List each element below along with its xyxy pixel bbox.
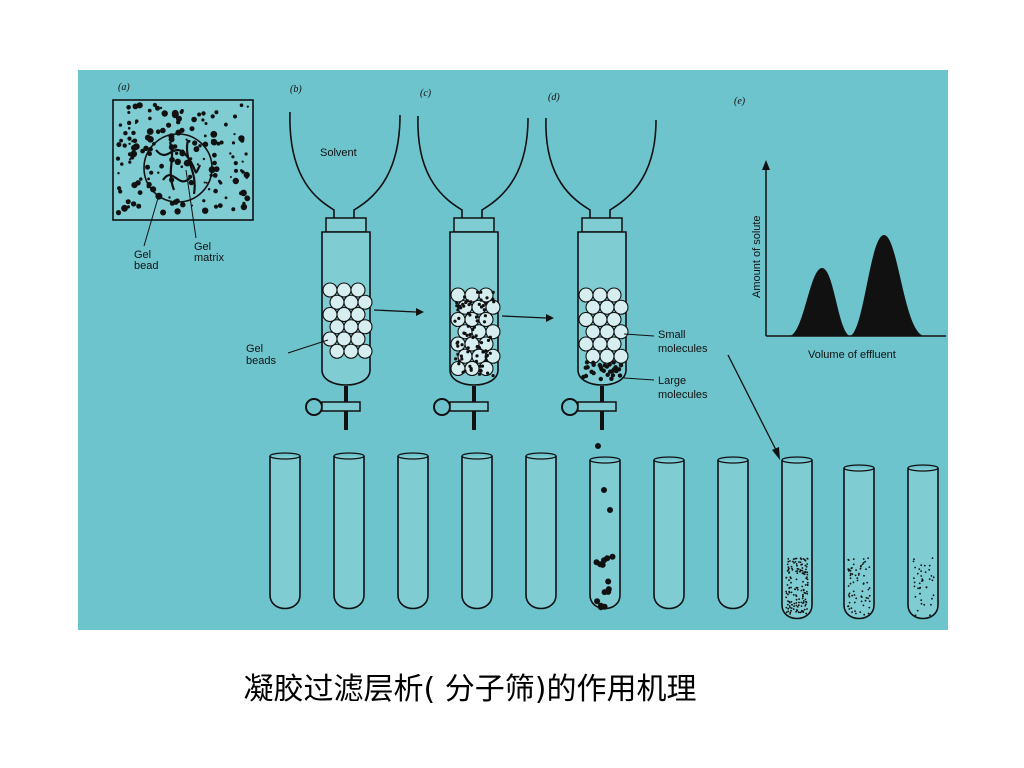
panel-b-label: (b) [290,84,302,95]
collection-tubes [269,452,939,620]
column-b: (b) Solvent Gel beads [246,84,401,430]
test-tube [653,460,685,610]
column-d: (d) Small molecules Large molecules [545,92,780,460]
eluting-drop [595,443,601,449]
test-tube [461,456,493,610]
diagram-canvas: (a) Gel bead Gel matrix (b) Solvent Gel … [112,82,946,620]
large-molecules-label-2: molecules [658,389,708,401]
elution-peaks [790,235,924,336]
test-tube [907,468,939,620]
arrow-to-tube [727,354,777,451]
panel-e-elution-profile: (e) Amount of solute Volume of effluent [734,96,946,361]
column-stopper [581,217,623,233]
panel-e-label: (e) [734,96,746,107]
separating-beads [578,287,629,382]
gel-dots [115,102,251,216]
test-tube [781,460,813,620]
solvent-funnel [417,115,529,221]
test-tube [397,456,429,610]
gel-bead-label-2: bead [134,260,158,272]
test-tube [717,460,749,610]
gel-matrix-label-2: matrix [194,252,224,264]
test-tube [525,456,557,610]
panel-a-label: (a) [118,82,130,93]
stopcock-handle [561,398,579,416]
stopcock [577,401,617,412]
small-molecules-label-2: molecules [658,343,708,355]
arrow-c-to-d [501,314,554,322]
gel-bead-circle [143,133,213,203]
large-molecules-label-1: Large [658,375,686,387]
column-stopper [453,217,495,233]
gel-beads-label-1: Gel [246,343,263,355]
gel-matrix-strands [155,139,201,195]
gel-matrix-label-1: Gel [194,241,211,253]
small-molecules-pointer [623,333,655,337]
gel-beads-pointer [287,339,329,354]
arrow-b-to-c [373,308,424,316]
test-tube [333,456,365,610]
column-stopper [325,217,367,233]
solvent-label: Solvent [320,147,357,159]
gel-beads-label-2: beads [246,355,276,367]
gel-matrix-pointer [185,169,197,239]
small-molecules-label-1: Small [658,329,686,341]
test-tube [589,460,621,610]
solvent-funnel [545,117,657,221]
y-axis-arrow [762,160,770,170]
panel-c-label: (c) [420,88,432,99]
large-molecules-pointer [623,377,655,381]
stopcock [321,401,361,412]
solvent-funnel [289,111,401,221]
volume-of-effluent-label: Volume of effluent [808,349,896,361]
panel-d-label: (d) [548,92,560,103]
column-c: (c) [417,88,529,430]
gel-beads-with-sample [450,287,501,378]
gel-beads [322,282,373,359]
panel-a: (a) Gel bead Gel matrix [112,82,254,272]
stopcock-handle [433,398,451,416]
test-tube [843,468,875,620]
gel-bead-pointer [143,197,159,247]
test-tube [269,456,301,610]
stopcock-handle [305,398,323,416]
figure-caption: 凝胶过滤层析( 分子筛)的作用机理 [243,672,697,707]
gel-filtration-figure: (a) Gel bead Gel matrix (b) Solvent Gel … [78,70,948,630]
stopcock [449,401,489,412]
amount-of-solute-label: Amount of solute [751,215,763,298]
arrow-to-tube-head [772,447,780,460]
gel-bead-label-1: Gel [134,249,151,261]
